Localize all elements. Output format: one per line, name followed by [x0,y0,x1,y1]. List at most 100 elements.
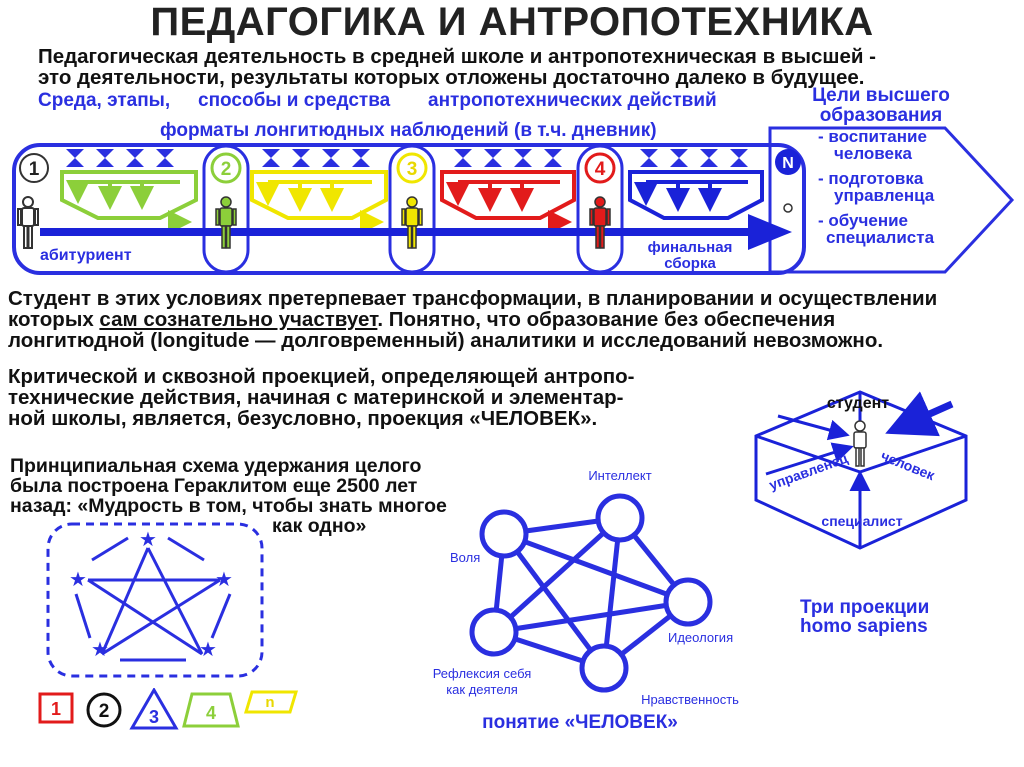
node-reflection [469,607,519,657]
critical-paragraph: Критической и сквозной проекцией, опреде… [8,366,634,429]
funnel-yellow [250,170,388,234]
svg-text:2: 2 [99,701,110,722]
student-line-2b: . Понятно, что образование без обеспечен… [377,308,836,331]
star-icons: ★ ★ ★ ★ ★ [69,529,233,661]
node-intellect [595,493,645,543]
goals-arrow-shape [768,126,1015,274]
pipeline-diagram: 1 2 3 4 N [12,126,1015,275]
formats-label: форматы лонгитюдных наблюдений (в т.ч. д… [160,120,657,141]
person-icon-red [589,196,611,249]
svg-text:N: N [782,155,794,172]
applicant-label: абитуриент [40,247,132,264]
stage-n-dot [783,203,793,213]
heraclitus-line-3: назад: «Мудрость в том, чтобы знать мног… [10,495,447,517]
funnel-blue [628,170,764,220]
pentagram-lines [74,536,232,662]
goal-3-line-1: - обучение [818,211,908,230]
hourglass-icons [66,149,748,167]
svg-text:4: 4 [206,703,216,723]
shape-parallelogram-n: n [243,690,299,714]
funnel-green [60,170,198,234]
goal-2-line-1: - подготовка [818,169,924,188]
final-assembly-line-2: сборка [664,255,716,272]
concept-human-label: понятие «ЧЕЛОВЕК» [482,712,678,733]
node-morality [579,643,629,693]
cube-arrows [765,391,954,504]
person-icon-center [853,420,867,467]
heraclitus-line-2: была построена Гераклитом еще 2500 лет [10,475,418,497]
intro-text: Педагогическая деятельность в средней шк… [38,46,876,88]
star-icon-bottom-right: ★ [199,639,217,661]
stage-circle-n: N [775,149,801,175]
label-will: Воля [450,550,480,565]
node-ideology [663,577,713,627]
actions-label: антропотехнических действий [428,90,717,111]
three-projections-label: Три проекции homo sapiens [800,598,929,636]
svg-text:3: 3 [149,707,159,727]
intro-line-2: это деятельности, результаты которых отл… [38,66,865,89]
person-icon-applicant [17,196,39,249]
goals-list: - воспитание человека - подготовка управ… [818,128,934,246]
star-icon-right: ★ [215,569,233,591]
goal-3-line-2: специалиста [826,228,935,247]
shape-square-1: 1 [38,692,74,724]
environment-label: Среда, этапы, [38,90,171,111]
cube-human-label: человек [879,447,938,483]
svg-text:1: 1 [51,699,61,719]
svg-text:2: 2 [221,159,232,180]
network-nodes [469,493,713,693]
goals-title-line-1: Цели высшего [812,85,950,106]
star-icon-bottom-left: ★ [91,639,109,661]
student-line-2: которых сам сознательно участвует. Понят… [8,309,937,330]
intro-line-1: Педагогическая деятельность в средней шк… [38,45,876,68]
shape-triangle-3: 3 [129,688,179,730]
label-reflection-line-1: Рефлексия себя [433,666,532,681]
pentagram-frame [46,522,264,678]
star-icon-top: ★ [139,529,157,551]
stage-circle-4: 4 [584,152,616,184]
svg-text:1: 1 [29,159,40,180]
projections-line-2: homo sapiens [800,616,928,637]
svg-text:4: 4 [595,159,606,180]
cube-specialist-label: специалист [821,513,902,529]
person-icon-green [215,196,237,249]
student-line-2-underlined: сам сознательно участвует [99,308,378,331]
final-assembly-line-1: финальная [648,239,733,256]
network-diagram: Интеллект Воля Идеология Рефлексия себя … [433,468,739,733]
student-line-2a: которых [8,308,100,331]
label-intellect: Интеллект [588,468,651,483]
svg-text:3: 3 [407,159,418,180]
person-icon-yellow [401,196,423,249]
heraclitus-line-4: как одно» [272,515,367,537]
shapes-legend: 1 2 3 4 n [38,688,299,730]
shape-trapezoid-4: 4 [182,692,240,728]
goal-1-line-1: - воспитание [818,127,927,146]
goal-2-line-2: управленца [834,186,935,205]
label-reflection-line-2: как деятеля [446,682,518,697]
cube-diagram: студент управленец человек специалист [754,390,968,550]
student-line-3: лонгитюдной (longitude — долговременный)… [8,329,884,352]
heraclitus-paragraph: Принципиальная схема удержания целого бы… [10,456,447,536]
student-paragraph: Студент в этих условиях претерпевает тра… [8,288,937,351]
critical-line-3: ной школы, является, безусловно, проекци… [8,407,598,430]
cube-student-label: студент [827,395,889,412]
pentagram-diagram: ★ ★ ★ ★ ★ [46,522,264,678]
main-arrow-head [748,214,792,250]
critical-line-2: технические действия, начиная с материнс… [8,386,624,409]
goals-title: Цели высшего образования [800,86,962,126]
shape-circle-2: 2 [86,692,122,728]
label-ideology: Идеология [668,630,733,645]
heraclitus-line-1: Принципиальная схема удержания целого [10,455,422,477]
student-line-1: Студент в этих условиях претерпевает тра… [8,287,938,310]
stage-circle-1: 1 [19,153,49,183]
slide-title: ПЕДАГОГИКА И АНТРОПОТЕХНИКА [150,0,874,44]
star-icon-left: ★ [69,569,87,591]
stage-circle-2: 2 [210,152,242,184]
svg-text:n: n [265,694,274,711]
projections-line-1: Три проекции [800,597,930,618]
goal-1-line-2: человека [834,144,912,163]
stage-circle-3: 3 [396,152,428,184]
node-will [479,509,529,559]
goals-title-line-2: образования [819,105,943,126]
methods-label: способы и средства [198,90,391,111]
